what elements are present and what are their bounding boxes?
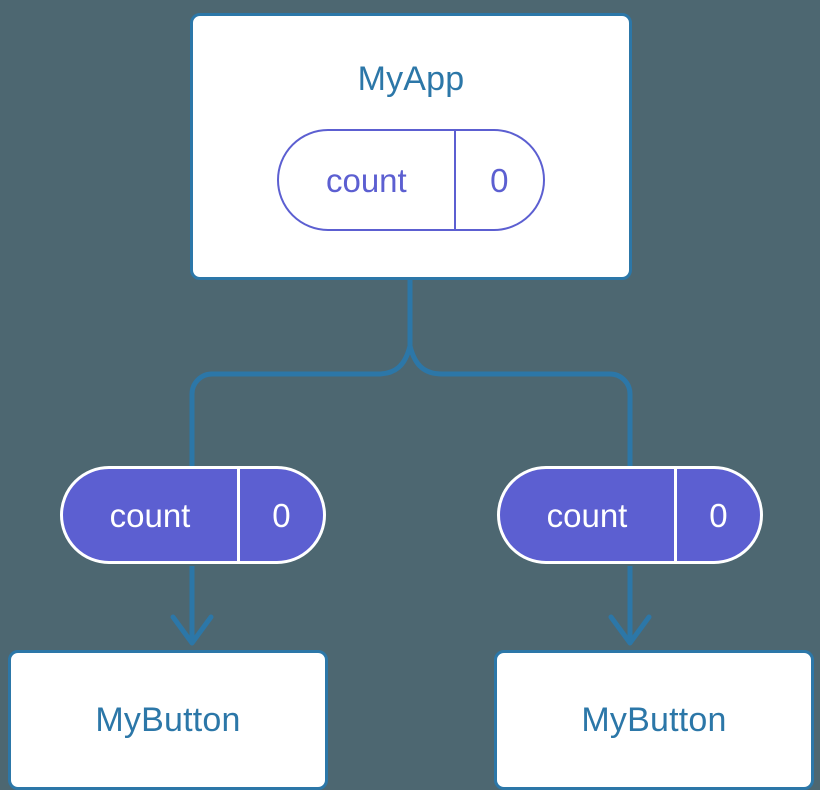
prop-branch-right bbox=[407, 345, 633, 466]
prop-pill-value: 0 bbox=[709, 496, 728, 534]
state-pill-value: 0 bbox=[490, 161, 509, 199]
state-pill-key: count bbox=[279, 131, 456, 229]
prop-pill-key: count bbox=[500, 469, 677, 561]
prop-arrow-right bbox=[608, 566, 652, 646]
prop-pill-right[interactable]: count 0 bbox=[497, 466, 763, 564]
component-title-myapp: MyApp bbox=[357, 60, 465, 98]
prop-arrow-left bbox=[170, 566, 214, 646]
state-pill-myapp[interactable]: count 0 bbox=[277, 129, 545, 231]
component-card-mybutton-right[interactable]: MyButton bbox=[494, 650, 814, 790]
component-card-mybutton-left[interactable]: MyButton bbox=[8, 650, 328, 790]
prop-branch-left bbox=[189, 345, 413, 466]
prop-pill-value: 0 bbox=[272, 496, 291, 534]
component-title-mybutton: MyButton bbox=[581, 701, 727, 739]
component-title-mybutton: MyButton bbox=[95, 701, 241, 739]
prop-pill-key: count bbox=[63, 469, 240, 561]
diagram-canvas: MyApp count 0 count 0 count 0 MyButton M… bbox=[8, 13, 814, 790]
prop-pill-left[interactable]: count 0 bbox=[60, 466, 326, 564]
